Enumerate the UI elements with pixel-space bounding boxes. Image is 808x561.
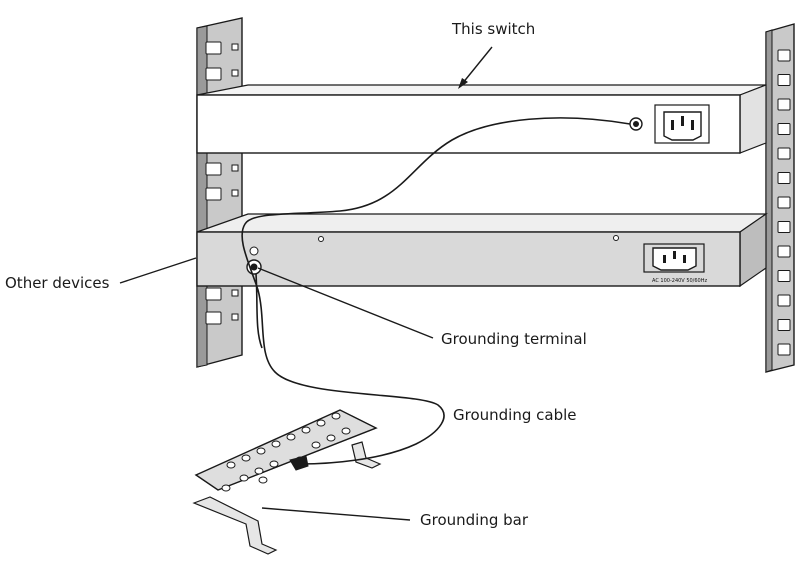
rail-slot: [777, 270, 791, 282]
bar-hole: [301, 426, 311, 434]
bar-hole: [258, 476, 268, 484]
rail-slot: [777, 172, 791, 184]
rail-slot: [777, 49, 791, 62]
rail-slot: [777, 319, 791, 331]
this-switch-unit: [196, 84, 767, 154]
bar-hole: [316, 419, 326, 427]
device-grounding-cable: [255, 273, 263, 349]
rail-slot: [777, 196, 791, 209]
grounding-cable-label: Grounding cable: [453, 406, 577, 424]
bar-hole: [286, 433, 296, 441]
right-rack-rail: [765, 23, 795, 373]
bar-hole: [269, 460, 279, 468]
switch-power-inlet: [654, 104, 710, 144]
grounding-bar: [192, 409, 382, 555]
grounding-terminal-label: Grounding terminal: [441, 330, 587, 348]
rail-slot: [777, 98, 791, 111]
bar-hole: [341, 427, 351, 435]
other-devices-label: Other devices: [5, 274, 110, 292]
other-device-power-inlet: AC 100-240V 50/60Hz: [643, 243, 707, 284]
callout-lines: [119, 46, 493, 521]
bar-hole: [311, 441, 321, 449]
bar-hole: [254, 467, 264, 475]
bar-hole: [221, 484, 231, 492]
bar-hole: [256, 447, 266, 455]
bar-hole: [331, 412, 341, 420]
rail-slot: [777, 147, 791, 160]
other-device-unit: AC 100-240V 50/60Hz: [196, 212, 768, 288]
rail-slot: [777, 245, 791, 258]
cable-lug: [289, 455, 309, 471]
this-switch-leader: [461, 46, 493, 85]
this-switch-label: This switch: [451, 20, 535, 38]
other-devices-leader: [119, 257, 197, 284]
bar-hole: [271, 440, 281, 448]
bar-hole: [239, 474, 249, 482]
switch-grounding-terminal: [629, 117, 643, 131]
power-rating-label: AC 100-240V 50/60Hz: [652, 278, 707, 284]
rail-slot: [777, 123, 791, 135]
grounding-cables: [241, 117, 631, 471]
rail-slot: [777, 221, 791, 233]
bar-hole: [226, 461, 236, 469]
grounding-bar-label: Grounding bar: [420, 511, 529, 529]
rail-slot: [777, 74, 791, 86]
bar-hole: [326, 434, 336, 442]
rail-slot: [777, 294, 791, 307]
rail-slot: [777, 343, 791, 356]
left-rack-rail: [196, 17, 243, 368]
grounding-bar-leader: [261, 507, 411, 521]
bar-hole: [241, 454, 251, 462]
grounding-terminal-leader: [257, 267, 434, 339]
this-switch-arrowhead: [458, 78, 468, 89]
